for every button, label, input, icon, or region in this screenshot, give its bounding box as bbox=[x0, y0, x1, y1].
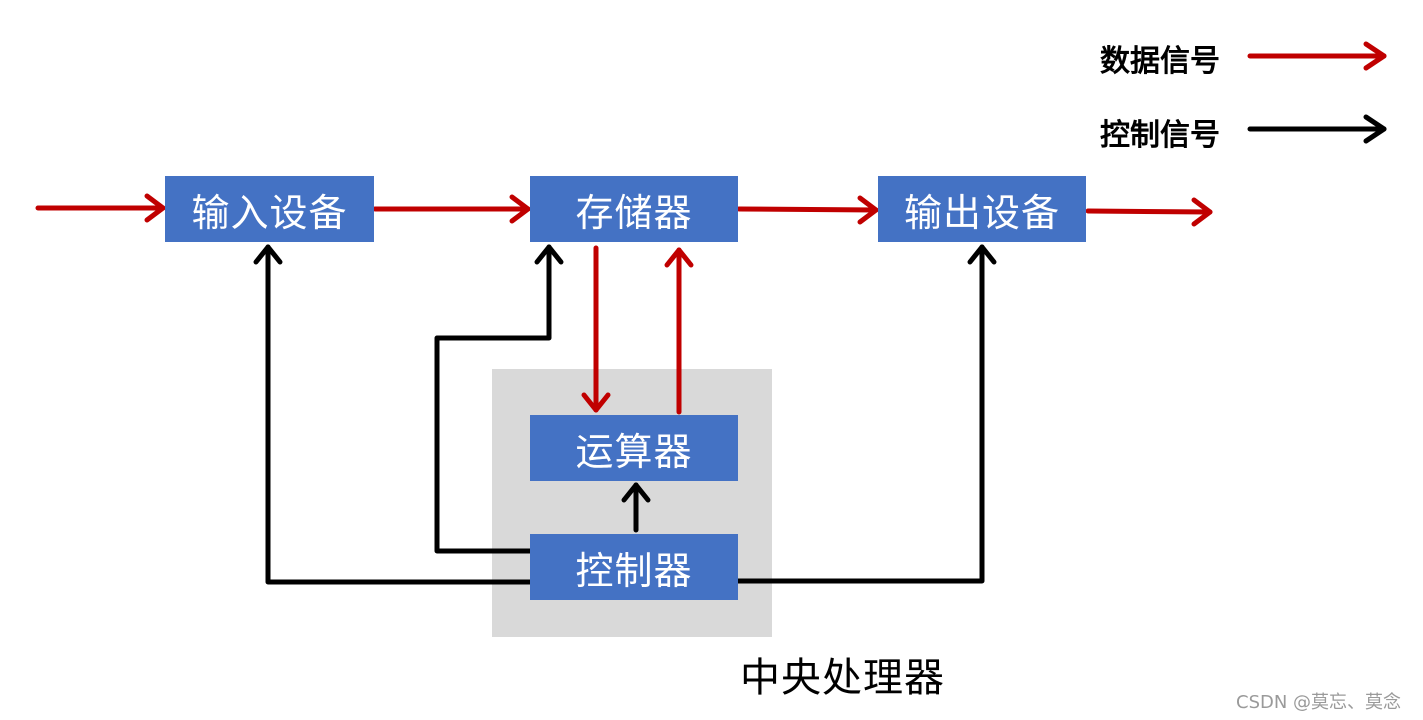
data-arrow-out-head bbox=[1191, 197, 1213, 227]
memory-block: 存储器 bbox=[530, 176, 738, 242]
memory-label: 存储器 bbox=[575, 190, 693, 235]
output-device-label: 输出设备 bbox=[903, 190, 1060, 235]
alu-label: 运算器 bbox=[575, 429, 693, 474]
control-arrow-to-output bbox=[735, 244, 985, 584]
legend-control-arrow-head bbox=[1363, 114, 1387, 144]
input-device-label: 输入设备 bbox=[191, 190, 348, 235]
data-arrow-out bbox=[1085, 208, 1213, 215]
control-arrow-to-memory-head bbox=[534, 244, 564, 265]
output-device-block: 输出设备 bbox=[878, 176, 1086, 242]
data-arrow-in-head bbox=[144, 193, 166, 223]
data-arrow-memory-to-alu-head bbox=[581, 392, 611, 413]
input-device-block: 输入设备 bbox=[165, 176, 374, 242]
alu-block: 运算器 bbox=[530, 415, 738, 481]
controller-block: 控制器 bbox=[530, 534, 738, 600]
legend-data-signal-label: 数据信号 bbox=[1100, 44, 1220, 79]
control-arrow-to-input-head bbox=[253, 244, 283, 265]
control-arrow-to-input bbox=[265, 244, 533, 585]
cpu-label: 中央处理器 bbox=[740, 655, 945, 701]
control-arrow-to-memory bbox=[434, 244, 552, 554]
data-arrow-alu-to-memory-head bbox=[664, 247, 694, 268]
watermark: CSDN @莫忘、莫念 bbox=[1236, 692, 1402, 713]
control-arrow-to-alu-head bbox=[621, 482, 651, 503]
legend-data-arrow-head bbox=[1363, 41, 1387, 71]
data-arrow-memory-to-output bbox=[736, 206, 879, 213]
legend-control-signal-label: 控制信号 bbox=[1100, 118, 1220, 153]
controller-label: 控制器 bbox=[575, 548, 693, 593]
data-arrow-memory-to-output-head bbox=[857, 195, 879, 225]
control-arrow-to-output-head bbox=[967, 244, 997, 265]
data-arrow-input-to-memory-head bbox=[509, 194, 531, 224]
